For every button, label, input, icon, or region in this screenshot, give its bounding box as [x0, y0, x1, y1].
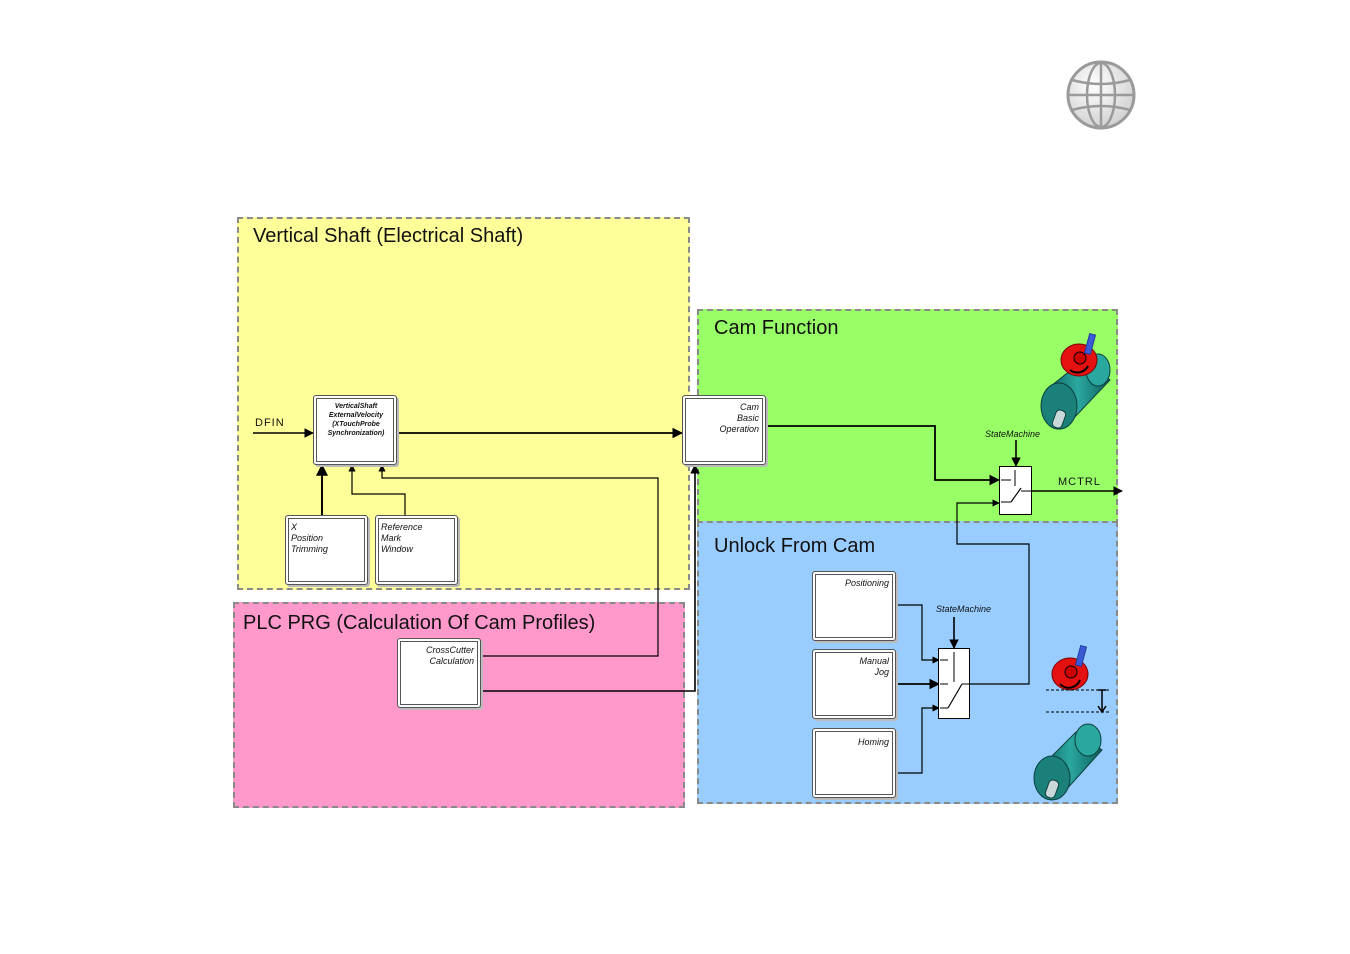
region-title-unlock-from-cam: Unlock From Cam [714, 535, 876, 557]
block-vertical-shaft[interactable]: VerticalShaft ExternalVelocity (XTouchPr… [313, 395, 397, 465]
block-reference-mark-window[interactable]: Reference Mark Window [375, 515, 458, 585]
block-crosscutter-calculation[interactable]: CrossCutter Calculation [397, 638, 481, 708]
statemachine-upper-label: StateMachine [985, 429, 1041, 439]
block-manual-jog-label: Manual Jog [859, 656, 889, 677]
switch-upper[interactable] [999, 466, 1033, 516]
block-positioning-label: Positioning [844, 578, 889, 588]
block-cam-basic-operation-label: Cam Basic Operation [719, 402, 759, 434]
block-manual-jog[interactable]: Manual Jog [812, 649, 896, 719]
statemachine-lower-label: StateMachine [936, 604, 992, 614]
block-x-position-trimming-label: X Position Trimming [291, 522, 328, 554]
line-positioning [895, 604, 940, 664]
block-x-position-trimming[interactable]: X Position Trimming [285, 515, 368, 585]
region-title-cam-function: Cam Function [714, 317, 839, 339]
globe-logo-icon [1066, 60, 1136, 130]
block-vertical-shaft-label: VerticalShaft ExternalVelocity (XTouchPr… [327, 403, 385, 437]
motor-cam-disengaged-icon [1033, 644, 1110, 801]
block-reference-mark-window-label: Reference Mark Window [381, 522, 423, 554]
block-cam-basic-operation[interactable]: Cam Basic Operation [682, 395, 766, 465]
line-cam-to-switch [765, 425, 1001, 486]
region-title-plc-prg: PLC PRG (Calculation Of Cam Profiles) [243, 612, 596, 634]
line-homing [895, 704, 940, 774]
block-positioning[interactable]: Positioning [812, 571, 896, 641]
line-crosscutter-to-vs [378, 464, 659, 657]
block-homing[interactable]: Homing [812, 728, 896, 798]
signal-mctrl: MCTRL [1058, 476, 1101, 488]
line-refmark-up [348, 464, 406, 516]
block-homing-label: Homing [857, 737, 889, 747]
line-crosscutter-to-cam [480, 464, 700, 692]
switch-lower[interactable] [938, 648, 971, 720]
signal-dfin: DFIN [255, 417, 285, 429]
region-title-vertical-shaft: Vertical Shaft (Electrical Shaft) [253, 225, 524, 247]
block-crosscutter-calculation-label: CrossCutter Calculation [425, 645, 474, 666]
motor-cam-engaged-icon [1040, 332, 1111, 430]
line-lower-to-upper [956, 499, 1030, 685]
